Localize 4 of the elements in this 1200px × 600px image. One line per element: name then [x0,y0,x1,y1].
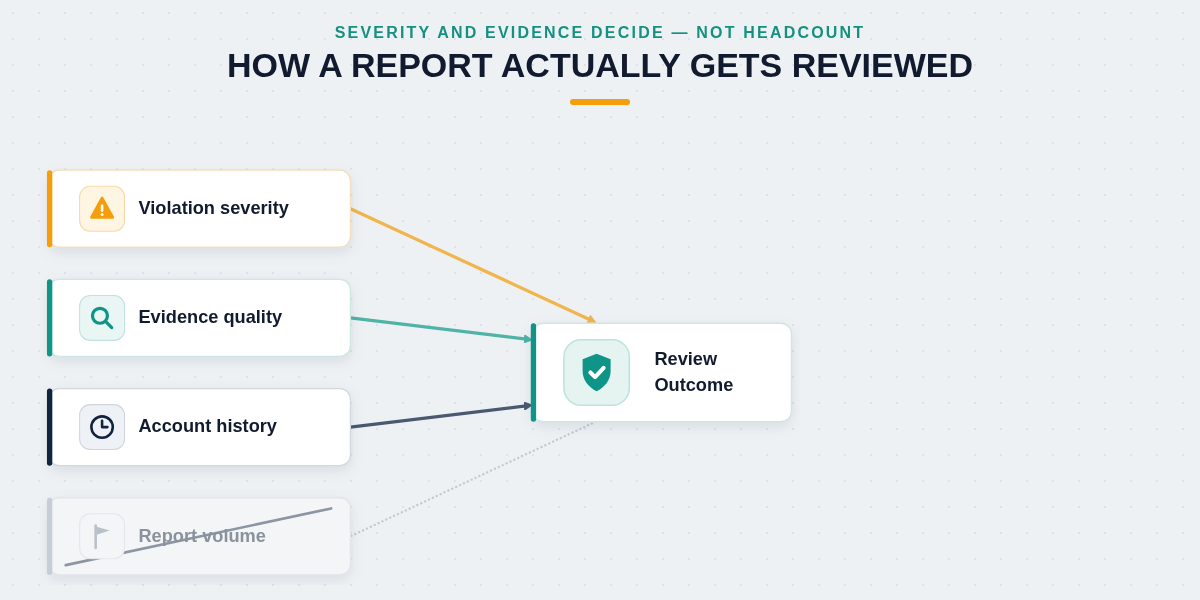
arrow [350,401,533,429]
arrow [350,316,533,344]
diagram-title: HOW A REPORT ACTUALLY GETS REVIEWED [226,46,974,85]
subtitle: SEVERITY AND EVIDENCE DECIDE — NOT HEADCOUNT [334,24,866,42]
